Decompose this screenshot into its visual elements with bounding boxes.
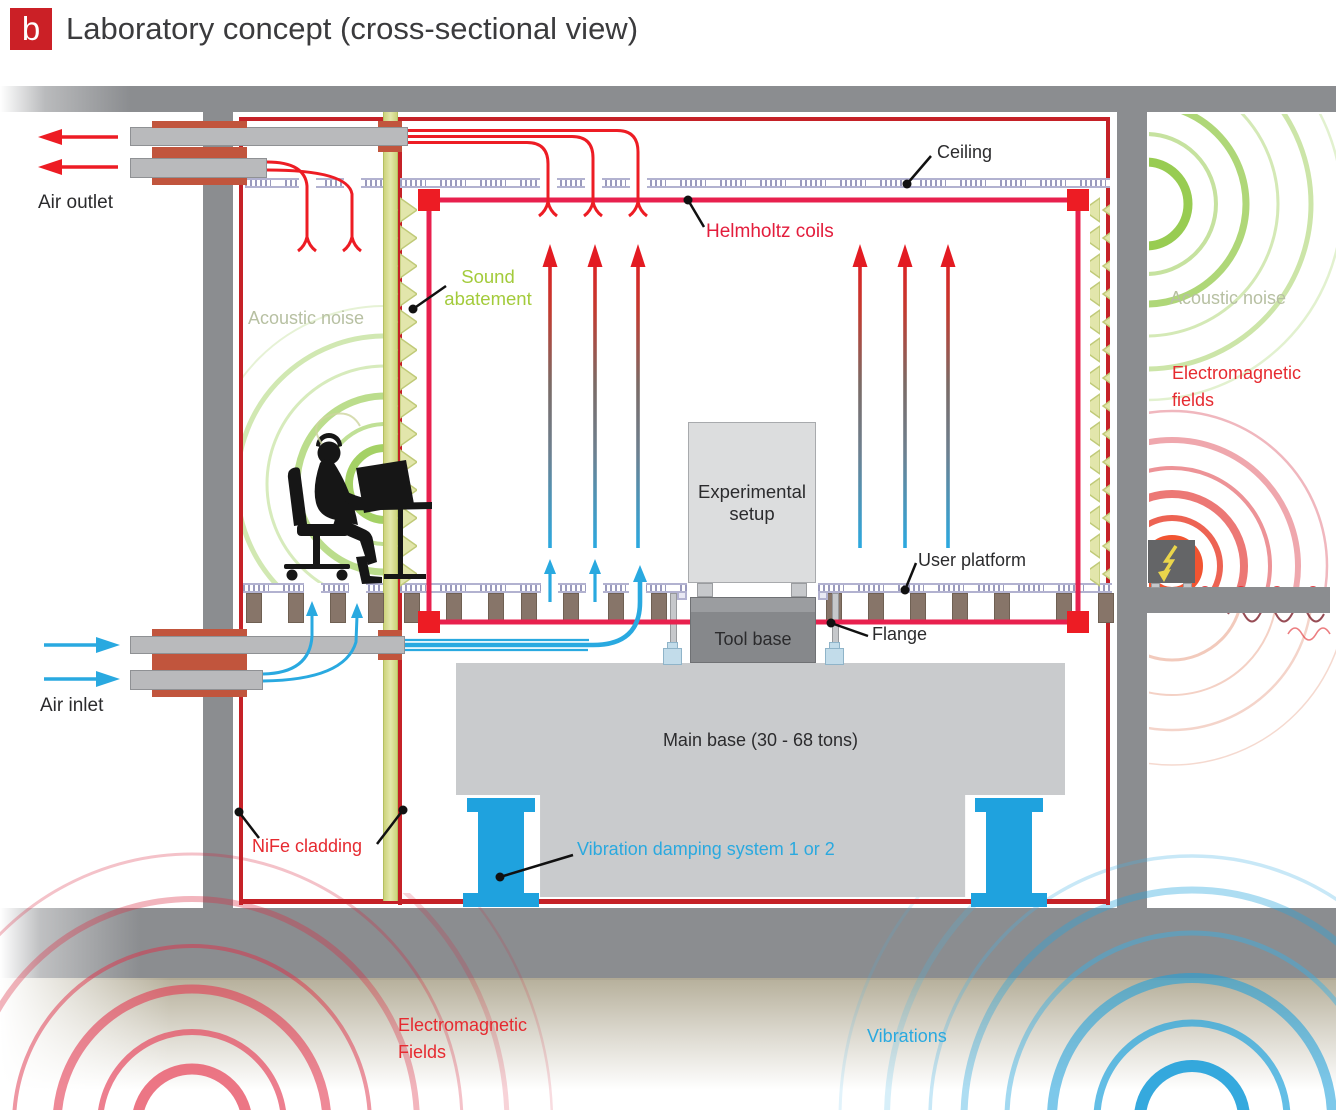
air-outlet-label: Air outlet xyxy=(38,192,113,213)
em-source-foot xyxy=(1151,583,1160,588)
platform-support xyxy=(288,593,304,623)
panel-badge: b xyxy=(10,8,52,50)
cable-squiggle xyxy=(315,412,361,445)
ceiling-label: Ceiling xyxy=(937,142,993,162)
platform-vent-gap xyxy=(349,583,366,593)
ceiling-strip-main-room xyxy=(400,178,1110,188)
sound-abatement-label: Sound abatement xyxy=(444,266,532,309)
vibration-damper-right-column xyxy=(986,812,1032,895)
air-inlet-arrows xyxy=(44,637,120,687)
air-outlet-arrows xyxy=(38,129,118,175)
air-outlet-streamlines xyxy=(266,129,648,253)
building-top-beam xyxy=(0,86,1336,112)
sound-wedges-right-wall xyxy=(1090,196,1110,588)
ceiling-vent-gap xyxy=(344,178,361,188)
platform-support xyxy=(368,593,384,623)
experimental-setup-label-line1: Experimental xyxy=(698,480,806,502)
user-platform-right xyxy=(818,583,1112,593)
panel-title: Laboratory concept (cross-sectional view… xyxy=(66,11,639,46)
nife-cladding-top xyxy=(239,117,1110,121)
duct-cladding-sleeve xyxy=(378,146,402,152)
platform-support xyxy=(404,593,420,623)
em-arcs-bottom-left xyxy=(0,852,553,1110)
nife-cladding-label: NiFe cladding xyxy=(252,836,363,856)
acoustic-arcs-top-right xyxy=(1149,114,1336,402)
helmholtz-coil-corners xyxy=(418,189,1089,633)
building-right-column xyxy=(1117,112,1147,908)
flange-label: Flange xyxy=(872,624,928,644)
air-outlet-duct-upper xyxy=(130,127,408,146)
isolator-base xyxy=(663,648,682,665)
tool-base-label: Tool base xyxy=(714,628,792,649)
duct-cladding-sleeve xyxy=(152,654,247,670)
lightning-icon xyxy=(1158,545,1178,582)
em-fields-right-label: Electromagnetic fields xyxy=(1172,363,1302,410)
air-inlet-duct-lower xyxy=(130,670,263,690)
experimental-setup-box: Experimental setup xyxy=(688,422,816,583)
duct-cladding-sleeve xyxy=(152,147,247,158)
platform-air-arrows xyxy=(544,559,601,602)
em-source-ledge xyxy=(1145,587,1330,613)
vibration-arcs-bottom-right xyxy=(838,854,1336,1110)
duct-cladding-sleeve xyxy=(152,121,247,128)
air-circulation-arrows xyxy=(542,244,956,548)
em-source-foot xyxy=(1183,583,1192,588)
main-base-label: Main base (30 - 68 tons) xyxy=(662,730,859,750)
air-outlet-duct-lower xyxy=(130,158,267,178)
duct-cladding-sleeve xyxy=(378,630,402,636)
vibrations-label: Vibrations xyxy=(867,1026,947,1046)
em-arcs-below-ledge xyxy=(1149,613,1336,766)
vibration-damper-left-flange-top xyxy=(467,798,535,812)
tool-base-block: Tool base xyxy=(690,597,816,663)
acoustic-noise-left-label: Acoustic noise xyxy=(248,308,365,328)
building-left-column xyxy=(203,112,233,908)
platform-support xyxy=(1098,593,1114,623)
platform-support xyxy=(246,593,262,623)
duct-cladding-sleeve xyxy=(378,654,402,660)
duct-cladding-sleeve xyxy=(152,178,247,185)
duct-cladding-sleeve xyxy=(378,121,402,127)
platform-support xyxy=(330,593,346,623)
helmholtz-coils-label: Helmholtz coils xyxy=(706,221,834,242)
main-base-block xyxy=(456,663,1065,897)
experimental-setup-label-line2: setup xyxy=(729,502,775,524)
duct-cladding-sleeve xyxy=(152,629,247,636)
leader-dots xyxy=(234,179,912,882)
isolator-base xyxy=(825,648,844,665)
air-inlet-label: Air inlet xyxy=(40,695,104,716)
user-platform-label: User platform xyxy=(918,550,1027,570)
air-inlet-streamlines xyxy=(262,565,647,683)
building-floor-slab xyxy=(0,908,1336,980)
setup-foot xyxy=(697,583,713,597)
panel-header: b Laboratory concept (cross-sectional vi… xyxy=(10,8,638,50)
leader-lines xyxy=(238,155,932,879)
acoustic-noise-right-label: Acoustic noise xyxy=(1170,288,1287,308)
vibration-damping-label: Vibration damping system 1 or 2 xyxy=(577,839,835,859)
vibration-damper-right-flange-top xyxy=(975,798,1043,812)
em-fields-bottom-label: Electromagnetic Fields xyxy=(398,1015,528,1062)
setup-foot xyxy=(791,583,807,597)
platform-vent-gap xyxy=(304,583,321,593)
vibration-damper-left-flange-bottom xyxy=(463,893,539,907)
nife-cladding-left xyxy=(239,117,243,905)
operator-silhouette xyxy=(284,433,432,584)
nife-cladding-bottom xyxy=(239,899,1110,904)
vibration-damper-right-flange-bottom xyxy=(971,893,1047,907)
duct-cladding-sleeve xyxy=(152,690,247,697)
platform-vent-gap xyxy=(629,583,646,593)
air-inlet-duct-upper xyxy=(130,636,405,654)
